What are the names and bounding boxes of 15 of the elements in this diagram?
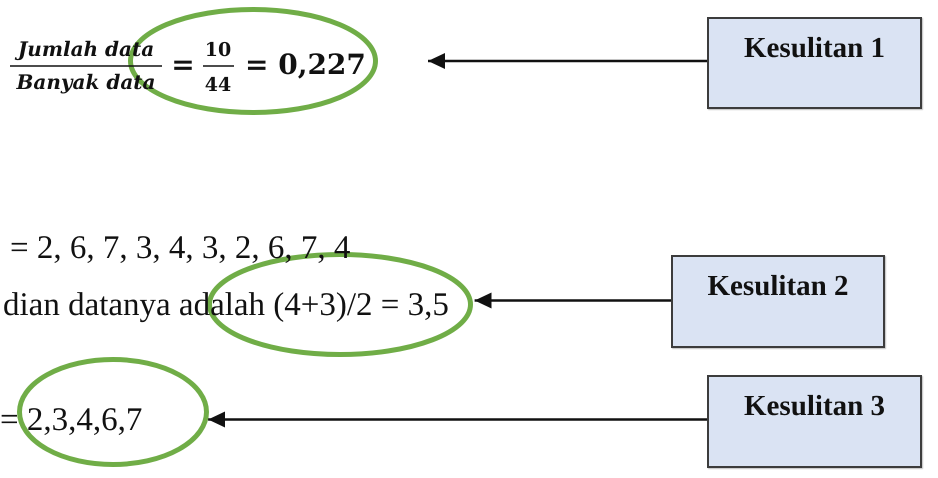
callout-label: Kesulitan 2	[706, 269, 850, 301]
callout-box	[671, 255, 885, 348]
formula-text: =	[171, 51, 195, 80]
formula-text: 10	[204, 41, 232, 60]
arrow	[208, 412, 707, 428]
callout-label: Kesulitan 1	[743, 31, 886, 63]
callout-label: Kesulitan 3	[743, 389, 886, 421]
equation-text: = 2,3,4,6,7	[0, 404, 142, 438]
formula-text: = 0,227	[245, 51, 366, 80]
highlight-ellipse	[17, 357, 209, 467]
arrow	[474, 292, 671, 308]
arrow	[428, 53, 707, 69]
callout-box	[707, 17, 922, 109]
formula-text: 44	[204, 76, 232, 96]
callout-box	[707, 375, 922, 468]
